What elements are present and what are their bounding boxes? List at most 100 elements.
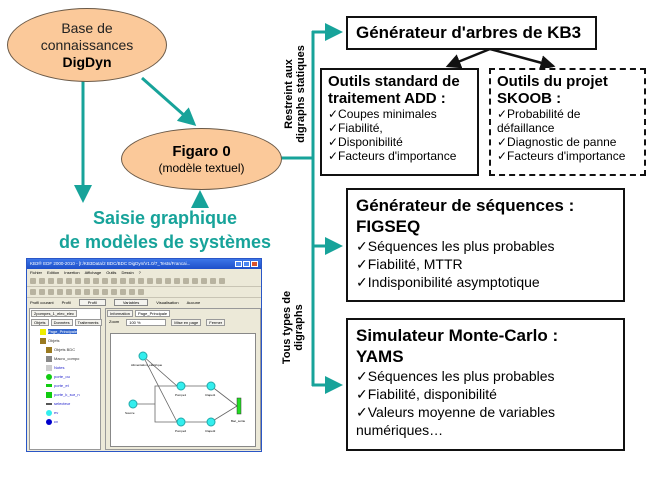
yams-box: Simulateur Monte-Carlo : YAMS ✓Séquences… (346, 318, 625, 451)
node-label: Alimentation_electrique (131, 363, 163, 367)
variables-button: Variables (113, 299, 149, 306)
profil-label: Profil courant (30, 300, 54, 305)
yams-title-2: YAMS (356, 347, 404, 366)
node-bac-sortie (236, 397, 242, 415)
profile-bar: Profil courant Profil Profil Variables V… (27, 298, 261, 307)
tree-item: porte_et (54, 383, 69, 388)
standard-tools-box: Outils standard de traitement ADD : ✓Cou… (320, 68, 479, 176)
visualisation-label: Visualisation (156, 300, 179, 305)
kb3-box: Générateur d'arbres de KB3 (346, 16, 597, 50)
tree-item: porte_k_sur_n (54, 392, 80, 397)
list-item: ✓Diagnostic de panne (497, 135, 617, 149)
label-restreint: Restreint aux digraphs statiques (283, 38, 307, 150)
close-icon (251, 261, 258, 267)
list-item: ✓Facteurs d'importance (328, 149, 457, 163)
node-alimentation (138, 351, 148, 361)
menu-affichage: Affichage (84, 270, 102, 275)
mise-en-page-button: Mise en page (171, 319, 202, 326)
base-connaissances-node: Base de connaissances DigDyn (7, 8, 167, 82)
list-item: ✓Séquences les plus probables (356, 368, 555, 384)
menu-help: ? (138, 270, 141, 275)
saisie-title: Saisie graphique de modèles de systèmes (40, 206, 290, 254)
tab-traitements: Traitements (74, 319, 102, 326)
tree-item: Macro_compo (54, 356, 80, 361)
list-item: ✓Fiabilité, disponibilité (356, 386, 497, 402)
toolbar (27, 276, 261, 287)
tree-item: selecteur (54, 401, 71, 406)
list-item: ✓Indisponibilité asymptotique (356, 274, 540, 290)
figseq-box: Générateur de séquences : FIGSEQ ✓Séquen… (346, 188, 625, 302)
zoom-label: Zoom (109, 319, 120, 324)
label-tous-2: digraphs (293, 304, 305, 351)
label-tous-types: Tous types de digraphs (281, 270, 305, 385)
menu-outils: Outils (106, 270, 117, 275)
toolbar-2 (27, 287, 261, 298)
node-source (128, 399, 138, 409)
tree-item: Objets BDC (54, 347, 76, 352)
tab-objets: Objets (31, 319, 49, 326)
base-line3: DigDyn (62, 53, 112, 70)
menu-fichier: Fichier (30, 270, 43, 275)
profil-value: Profil (61, 300, 71, 305)
skoob-title-1: Outils du projet (497, 73, 608, 90)
kb3-application-screenshot: KB3® EDF 2000-2010 - [I:/KB3Data/2 BDC/B… (26, 258, 262, 452)
saisie-line1: Saisie graphique (92, 208, 238, 228)
diagram-canvas: Alimentation_electrique Source Pompe1 Po… (110, 333, 256, 447)
node-label: Clapet1 (205, 393, 216, 397)
right-panel: Information Page_Principale Zoom 100 % M… (105, 308, 261, 450)
list-item: ✓Disponibilité (328, 135, 403, 149)
profil-button: Profil (78, 299, 106, 306)
skoob-tools-box: Outils du projet SKOOB : ✓Probabilité de… (489, 68, 646, 176)
list-item: ✓Probabilité de (497, 107, 581, 121)
node-clapet1 (206, 381, 216, 391)
kb3-title: Générateur d'arbres de KB3 (356, 23, 582, 42)
arrow-kb3-to-skoob (489, 47, 556, 70)
list-item: ✓Fiabilité, MTTR (356, 256, 463, 272)
label-restreint-1: Restreint aux (283, 59, 295, 129)
node-label: Pompe2 (175, 429, 187, 433)
window-title: KB3® EDF 2000-2010 - [I:/KB3Data/2 BDC/B… (30, 261, 191, 266)
label-tous-1: Tous types de (281, 290, 293, 365)
base-line2: connaissances (40, 36, 134, 53)
list-item: ✓Valeurs moyenne de variables (356, 404, 556, 420)
node-label: Bac_sortie (231, 419, 246, 423)
window-title-bar: KB3® EDF 2000-2010 - [I:/KB3Data/2 BDC/B… (27, 259, 261, 269)
saisie-line2: de modèles de systèmes (58, 232, 272, 252)
figaro-subtitle: (modèle textuel) (158, 160, 245, 175)
base-line1: Base de (61, 19, 113, 36)
visualisation-value: Aucune (186, 300, 201, 305)
list-item: ✓Fiabilité, (328, 121, 383, 135)
node-pompe2 (176, 417, 186, 427)
figaro-title: Figaro 0 (172, 142, 231, 160)
list-item: ✓Coupes minimales (328, 107, 437, 121)
tree-item: Notes (54, 365, 65, 370)
node-label: Pompe1 (175, 393, 187, 397)
tab-page-principale: Page_Principale (135, 310, 171, 317)
node-label: Clapet2 (205, 429, 216, 433)
tree-item: Page_Principale (48, 329, 78, 334)
list-item: numériques… (356, 422, 444, 438)
arrow-base-to-figaro (141, 76, 197, 126)
tree-item: cv (54, 419, 58, 424)
node-label: Source (125, 411, 135, 415)
tab-donnees: Données (50, 319, 73, 326)
arrow-kb3-to-standard (445, 47, 491, 69)
standard-title-2: traitement ADD : (328, 90, 446, 107)
maximize-icon (243, 261, 250, 267)
zoom-select: 100 % (126, 319, 167, 326)
list-item: défaillance (497, 121, 555, 135)
minimize-icon (235, 261, 242, 267)
node-clapet2 (206, 417, 216, 427)
tab-information: Information (107, 310, 134, 317)
skoob-title-2: SKOOB : (497, 90, 562, 107)
menu-insertion: Insertion (64, 270, 80, 275)
object-tree: Page_Principale Objets Objets BDC Macro_… (30, 327, 100, 426)
fermer-button: Fermer (206, 319, 226, 326)
tree-item: Objets (48, 338, 60, 343)
node-pompe1 (176, 381, 186, 391)
tree-item: porte_ou (54, 374, 70, 379)
menu-dessin: Dessin (121, 270, 134, 275)
menu-edition: Edition (47, 270, 60, 275)
label-restreint-2: digraphs statiques (295, 45, 307, 143)
